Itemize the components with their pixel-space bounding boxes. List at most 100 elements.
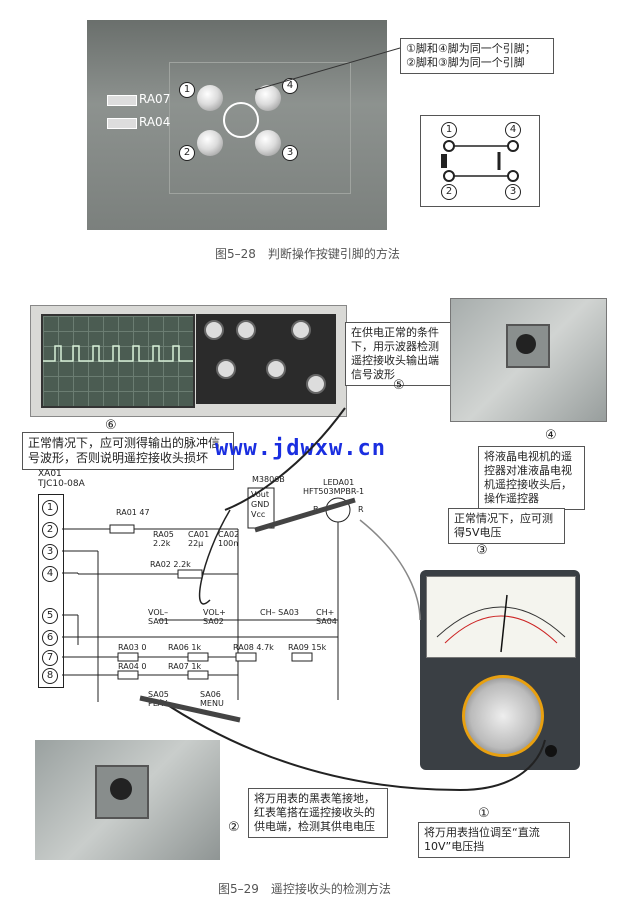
- receiver-lens-bottom: [110, 778, 132, 800]
- connector-pin-2: 2: [42, 522, 58, 538]
- ic-pin-gnd: GND: [251, 500, 270, 509]
- ra05-label: RA05 2.2k: [153, 530, 174, 548]
- ic-label: M3806B: [252, 475, 285, 484]
- led-part: HFT503MPBR-1: [303, 487, 365, 496]
- step-6-number: ⑥: [105, 418, 117, 433]
- connector-pin-1: 1: [42, 500, 58, 516]
- pad-4: [255, 85, 281, 111]
- callout-5-text: 在供电正常的条件下，用示波器检测遥控接收头输出端信号波形: [351, 326, 439, 381]
- pad-1: [197, 85, 223, 111]
- ra09-label: RA09 15k: [288, 643, 327, 652]
- figure-5-28-caption: 图5–28 判断操作按键引脚的方法: [215, 247, 400, 261]
- switch-sa04: CH+ SA04: [316, 608, 337, 626]
- callout-2: 将万用表的黑表笔接地，红表笔搭在遥控接收头的供电端，检测其供电电压: [248, 788, 388, 838]
- pad-2: [197, 130, 223, 156]
- diagram-pin-3: 3: [505, 184, 521, 200]
- connector-pin-3: 3: [42, 544, 58, 560]
- schematic-wires: [62, 487, 351, 702]
- ra03-label: RA03 0: [118, 643, 147, 652]
- switch-outline: [169, 62, 351, 194]
- ra08-label: RA08 4.7k: [233, 643, 274, 652]
- remote-receiver-photo: [450, 298, 607, 422]
- pin-callout-leader: [254, 47, 401, 91]
- step-4-number: ④: [545, 428, 557, 443]
- receiver-lens: [516, 334, 536, 354]
- label-ra07: RA07: [139, 92, 171, 106]
- callout-4-text: 将液晶电视机的遥控器对准液晶电视机遥控接收头后，操作遥控器: [484, 450, 572, 505]
- switch-sa01: VOL– SA01: [148, 608, 169, 626]
- knob-icon[interactable]: [204, 320, 224, 340]
- step-3-number: ③: [476, 543, 488, 558]
- ra02-label: RA02 2.2k: [150, 560, 191, 569]
- knob-icon[interactable]: [236, 320, 256, 340]
- diagram-pin-2: 2: [441, 184, 457, 200]
- pin-callout: ①脚和④脚为同一个引脚； ②脚和③脚为同一个引脚: [400, 38, 554, 74]
- callout-5: 在供电正常的条件下，用示波器检测遥控接收头输出端信号波形: [345, 322, 452, 386]
- range-selector-knob[interactable]: [462, 675, 544, 757]
- xa01-label: XA01: [38, 469, 62, 479]
- pin-label-1: 1: [179, 82, 195, 98]
- pcb-photo: RA07 RA04 1 4 2 3: [87, 20, 387, 230]
- pin-label-4: 4: [282, 78, 298, 94]
- oscilloscope-screen: [41, 314, 195, 408]
- schematic: XA01 TJC10-08A 1 2 3 4 5 6 7 8: [38, 470, 438, 730]
- step-2-number: ②: [228, 820, 240, 835]
- center-ring: [223, 102, 259, 138]
- connector-pin-4: 4: [42, 566, 58, 582]
- pin-callout-line2: ②脚和③脚为同一个引脚: [406, 56, 525, 69]
- receiver-module-bottom: [95, 765, 149, 819]
- pin-diagram: 1 4 2 3: [420, 115, 540, 207]
- switch-symbol: [441, 140, 519, 182]
- knob-icon[interactable]: [306, 374, 326, 394]
- figure-5-29-caption: 图5–29 遥控接收头的检测方法: [218, 882, 391, 896]
- label-ra04: RA04: [139, 115, 171, 129]
- ca02-label: CA02 100n: [218, 530, 240, 548]
- ic-pin-vcc: Vcc: [251, 510, 266, 519]
- oscilloscope-panel: [196, 314, 336, 404]
- knob-icon[interactable]: [266, 359, 286, 379]
- connector-pin-8: 8: [42, 668, 58, 684]
- step-5-number: ⑤: [393, 378, 405, 393]
- ca01-label: CA01 22μ: [188, 530, 210, 548]
- step-1-number: ①: [478, 806, 490, 821]
- connector-pin-7: 7: [42, 650, 58, 666]
- switch-sa06: SA06 MENU: [200, 690, 224, 708]
- connector-pin-6: 6: [42, 630, 58, 646]
- led-r-label: R: [358, 505, 364, 514]
- callout-3: 正常情况下，应可测得5V电压: [448, 508, 565, 544]
- ra04-label: RA04 0: [118, 662, 147, 671]
- knob-icon[interactable]: [291, 320, 311, 340]
- watermark: www.jdwxw.cn: [215, 436, 386, 461]
- callout-4: 将液晶电视机的遥控器对准液晶电视机遥控接收头后，操作遥控器: [478, 446, 585, 510]
- pin-label-2: 2: [179, 145, 195, 161]
- callout-1-text: 将万用表挡位调至“直流10V”电压挡: [424, 826, 540, 853]
- receiver-board-photo: [35, 740, 220, 860]
- knob-icon[interactable]: [216, 359, 236, 379]
- callout-3-text: 正常情况下，应可测得5V电压: [454, 512, 553, 539]
- pulse-waveform: [43, 345, 193, 362]
- multimeter-scale: [426, 576, 576, 658]
- multimeter: [420, 570, 580, 770]
- ra01-label: RA01 47: [116, 508, 150, 517]
- callout-6: 正常情况下，应可测得输出的脉冲信号波形，否则说明遥控接收头损坏: [22, 432, 234, 470]
- ra07-label: RA07 1k: [168, 662, 202, 671]
- switch-sa03: CH– SA03: [260, 608, 300, 617]
- pin-label-3: 3: [282, 145, 298, 161]
- led-name: LEDA01: [323, 478, 355, 487]
- callout-2-text: 将万用表的黑表笔接地，红表笔搭在遥控接收头的供电端，检测其供电电压: [254, 792, 375, 833]
- resistor-ra07: [107, 95, 137, 106]
- pad-3: [255, 130, 281, 156]
- pin-callout-line1: ①脚和④脚为同一个引脚；: [406, 42, 536, 55]
- diagram-pin-4: 4: [505, 122, 521, 138]
- resistor-ra04: [107, 118, 137, 129]
- diagram-pin-1: 1: [441, 122, 457, 138]
- connector-xa01: [38, 494, 64, 688]
- probe-jack[interactable]: [545, 745, 557, 757]
- callout-6-text: 正常情况下，应可测得输出的脉冲信号波形，否则说明遥控接收头损坏: [28, 436, 221, 465]
- switch-sa02: VOL+ SA02: [203, 608, 226, 626]
- oscilloscope: [30, 305, 347, 417]
- connector-pin-5: 5: [42, 608, 58, 624]
- ra06-label: RA06 1k: [168, 643, 202, 652]
- callout-1: 将万用表挡位调至“直流10V”电压挡: [418, 822, 570, 858]
